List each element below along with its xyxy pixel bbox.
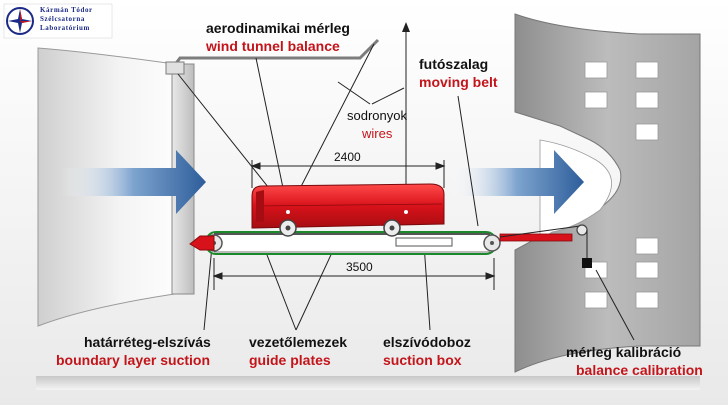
floor-bar [36, 376, 700, 390]
flow-arrow-right [450, 150, 584, 214]
logo-line-2: Szélcsatorna [40, 15, 85, 23]
balance-mount [165, 61, 185, 75]
dimension-3500 [212, 258, 496, 290]
bus-model [251, 183, 445, 237]
flow-arrow-left [60, 150, 206, 214]
calibration-weight [582, 258, 592, 268]
label-belt-en: moving belt [419, 74, 498, 90]
pointer-lines [203, 57, 635, 341]
logo-line-1: Kármán Tódor [40, 6, 93, 14]
moving-belt [205, 231, 501, 255]
label-balance-en: wind tunnel balance [206, 38, 340, 54]
wire-arrow-icon [402, 22, 410, 32]
logo-line-3: Laboratórium [40, 24, 90, 32]
label-suction-hu: elszívódoboz [383, 334, 471, 350]
label-balance-hu: aerodinamikai mérleg [206, 20, 350, 36]
label-boundary-en: boundary layer suction [56, 352, 211, 368]
logo-emblem [3, 3, 113, 39]
label-wires-en: wires [362, 126, 393, 141]
label-suction-en: suction box [383, 352, 462, 368]
label-calib-en: balance calibration [576, 362, 703, 378]
label-calib-hu: mérleg kalibráció [566, 344, 682, 360]
label-guide-hu: vezetőlemezek [249, 334, 348, 350]
logo-text: Kármán Tódor Szélcsatorna Laboratórium [40, 6, 110, 33]
suction-box [395, 237, 453, 247]
calibration-pulley [499, 224, 592, 268]
boundary-suction-nozzle [189, 235, 215, 251]
label-belt-hu: futószalag [419, 56, 489, 72]
belt-extension [499, 233, 573, 242]
dimension-2400 [250, 160, 446, 188]
label-guide-en: guide plates [249, 352, 331, 368]
label-boundary-hu: határréteg-elszívás [84, 334, 211, 350]
dimension-2400-label: 2400 [334, 150, 361, 164]
dimension-3500-label: 3500 [346, 260, 373, 274]
label-wires-hu: sodronyok [347, 108, 407, 123]
